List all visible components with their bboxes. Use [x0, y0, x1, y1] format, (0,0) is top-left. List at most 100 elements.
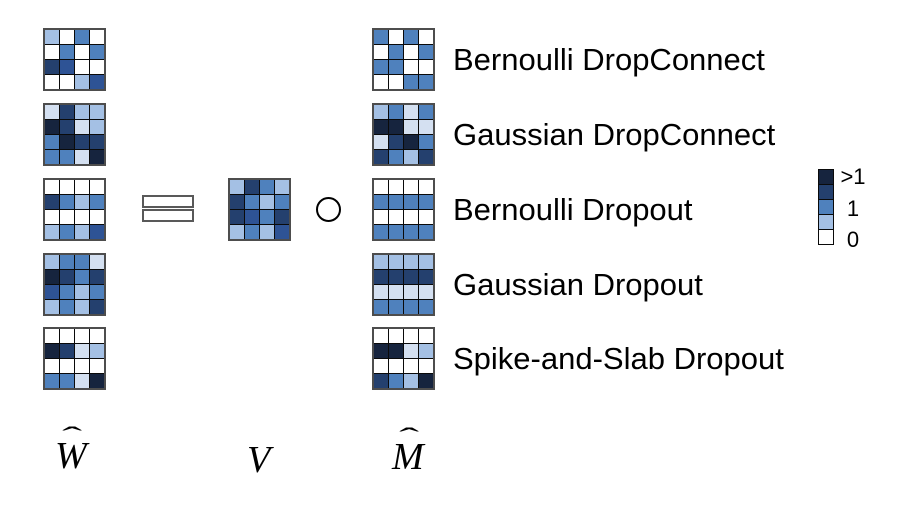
matrix-cell	[372, 358, 389, 374]
matrix-cell	[89, 149, 106, 166]
matrix-cell	[89, 194, 106, 210]
matrix-cell	[388, 28, 404, 45]
matrix-cell	[59, 253, 75, 270]
matrix-cell	[388, 178, 404, 195]
matrix-cell	[372, 299, 389, 316]
matrix-cell	[403, 74, 419, 91]
row-label-gaussian-dropconnect: Gaussian DropConnect	[453, 117, 776, 152]
v-symbol: V	[247, 441, 270, 479]
matrix-cell	[818, 169, 834, 185]
matrix-cell	[418, 59, 435, 75]
matrix-cell	[89, 358, 106, 374]
matrix-cell	[388, 373, 404, 390]
matrix-cell	[43, 44, 60, 60]
matrix-cell	[43, 28, 60, 45]
matrix-cell	[372, 194, 389, 210]
matrix-grid	[372, 178, 435, 241]
matrix-cell	[418, 134, 435, 150]
matrix-cell	[59, 74, 75, 91]
matrix-cell	[403, 373, 419, 390]
matrix-cell	[388, 194, 404, 210]
v-letter: V	[247, 439, 271, 481]
matrix-cell	[818, 184, 834, 200]
matrix-cell	[74, 343, 90, 359]
matrix-cell	[74, 178, 90, 195]
matrix-cell	[372, 59, 389, 75]
matrix-cell	[418, 28, 435, 45]
matrix-cell	[59, 134, 75, 150]
matrix-cell	[403, 209, 419, 225]
matrix-grid	[43, 103, 106, 166]
matrix-cell	[372, 327, 389, 344]
matrix-cell	[388, 74, 404, 91]
m-hat-matrix-spike-and-slab	[372, 327, 435, 390]
matrix-cell	[403, 343, 419, 359]
matrix-cell	[89, 103, 106, 120]
matrix-cell	[43, 134, 60, 150]
matrix-cell	[388, 209, 404, 225]
matrix-cell	[418, 119, 435, 135]
matrix-cell	[388, 59, 404, 75]
matrix-cell	[274, 194, 291, 210]
matrix-cell	[59, 209, 75, 225]
matrix-cell	[259, 224, 275, 241]
matrix-cell	[403, 103, 419, 120]
matrix-cell	[388, 284, 404, 300]
hat-accent: ˆ	[61, 422, 82, 451]
w-hat-matrix-gaussian-dropout	[43, 253, 106, 316]
m-hat-matrix-bernoulli-dropconnect	[372, 28, 435, 91]
matrix-cell	[388, 103, 404, 120]
matrix-cell	[418, 224, 435, 241]
matrix-cell	[274, 209, 291, 225]
matrix-cell	[74, 373, 90, 390]
matrix-cell	[43, 194, 60, 210]
w-letter: W	[55, 435, 87, 477]
matrix-cell	[403, 253, 419, 270]
legend-label-one: 1	[846, 196, 860, 221]
matrix-cell	[43, 149, 60, 166]
row-label-bernoulli-dropout: Bernoulli Dropout	[453, 192, 693, 227]
matrix-cell	[403, 119, 419, 135]
matrix-cell	[43, 373, 60, 390]
matrix-cell	[388, 149, 404, 166]
matrix-cell	[259, 178, 275, 195]
matrix-cell	[74, 59, 90, 75]
matrix-cell	[274, 224, 291, 241]
matrix-cell	[418, 373, 435, 390]
matrix-cell	[89, 284, 106, 300]
matrix-cell	[244, 209, 260, 225]
matrix-cell	[403, 299, 419, 316]
legend-label-zero: 0	[846, 227, 860, 252]
matrix-cell	[59, 28, 75, 45]
matrix-cell	[74, 149, 90, 166]
equals-bar-top	[142, 195, 194, 208]
w-hat-matrix-gaussian-dropconnect	[43, 103, 106, 166]
matrix-cell	[89, 28, 106, 45]
matrix-grid	[372, 253, 435, 316]
matrix-grid	[43, 178, 106, 241]
matrix-cell	[418, 343, 435, 359]
matrix-cell	[89, 59, 106, 75]
matrix-cell	[372, 284, 389, 300]
matrix-cell	[418, 269, 435, 285]
matrix-cell	[388, 224, 404, 241]
matrix-grid	[372, 28, 435, 91]
matrix-cell	[59, 119, 75, 135]
matrix-cell	[403, 134, 419, 150]
matrix-grid	[43, 327, 106, 390]
matrix-grid	[372, 327, 435, 390]
matrix-cell	[818, 229, 834, 245]
matrix-grid	[818, 169, 834, 245]
matrix-cell	[74, 269, 90, 285]
matrix-cell	[74, 327, 90, 344]
matrix-cell	[372, 269, 389, 285]
matrix-cell	[388, 299, 404, 316]
matrix-cell	[372, 209, 389, 225]
matrix-cell	[89, 74, 106, 91]
w-hat-matrix-bernoulli-dropconnect	[43, 28, 106, 91]
matrix-cell	[403, 194, 419, 210]
matrix-cell	[418, 253, 435, 270]
row-label-spike-and-slab: Spike-and-Slab Dropout	[453, 341, 784, 376]
